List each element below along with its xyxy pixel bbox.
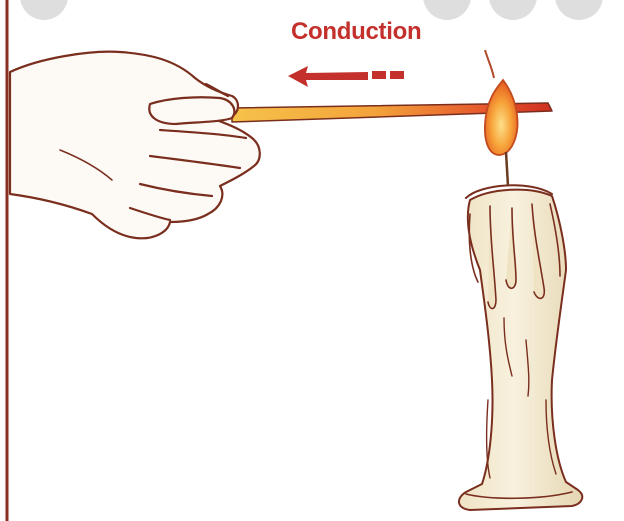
arrow-left-icon xyxy=(288,66,404,87)
candle-icon xyxy=(459,185,582,510)
flame-icon xyxy=(485,50,518,186)
conduction-label: Conduction xyxy=(291,18,421,46)
hand-icon xyxy=(10,52,260,239)
